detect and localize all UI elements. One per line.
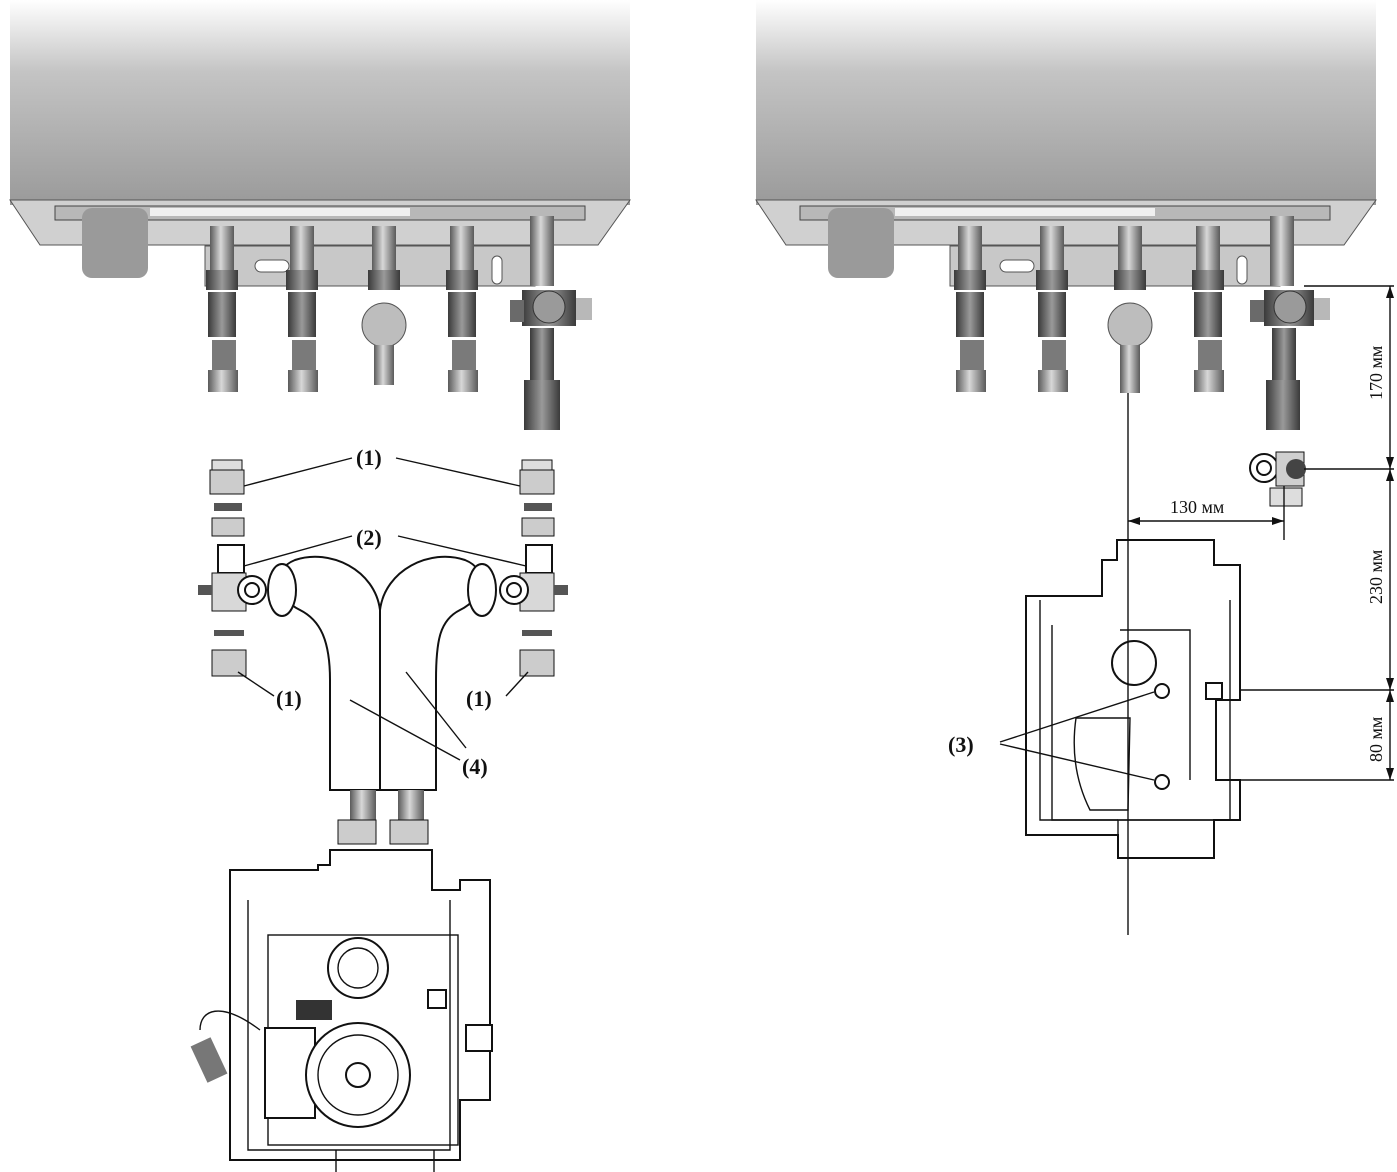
left-valve-4	[446, 226, 478, 392]
boiler-rail-light-right	[895, 208, 1155, 216]
left-valve-1	[206, 226, 238, 392]
right-drain-fitting	[1249, 451, 1306, 507]
plate-slot-left	[254, 259, 290, 273]
left-fittings	[198, 459, 568, 677]
right-valve-4	[1192, 226, 1224, 392]
plate-slot-left-right	[999, 259, 1035, 273]
left-valve-3-gas	[361, 226, 407, 385]
flue-cylinder	[82, 208, 148, 278]
plate-slot-right	[491, 255, 503, 285]
left-leaders	[237, 457, 529, 761]
insulation-shells	[267, 555, 497, 859]
right-valve-5-safety	[1250, 216, 1330, 430]
callout-2: (2)	[356, 525, 382, 550]
callout-4: (4)	[462, 754, 488, 779]
dimension-lines	[1127, 285, 1394, 935]
left-boiler	[9, 0, 631, 430]
boiler-rail-light	[150, 208, 410, 216]
dim-130-label: 130 мм	[1170, 497, 1224, 517]
boiler-casing-right	[756, 0, 1376, 205]
right-valve-3-gas	[1107, 226, 1153, 393]
flue-cylinder-right	[828, 208, 894, 278]
right-boiler	[755, 0, 1377, 507]
callout-3: (3)	[948, 732, 974, 757]
dim-170-label: 170 мм	[1366, 346, 1386, 400]
left-valve-5-safety	[510, 216, 592, 430]
left-valve-2	[286, 226, 318, 392]
plate-slot-right-right	[1236, 255, 1248, 285]
callout-1-left: (1)	[276, 686, 302, 711]
dim-230-label: 230 мм	[1366, 550, 1386, 604]
dim-80-label: 80 мм	[1366, 717, 1386, 762]
boiler-casing	[10, 0, 630, 205]
callout-3-leaders	[999, 691, 1155, 781]
pump-group	[190, 849, 493, 1172]
right-valve-2	[1036, 226, 1068, 392]
callout-1-top: (1)	[356, 445, 382, 470]
right-valve-1	[954, 226, 986, 392]
callout-1-right: (1)	[466, 686, 492, 711]
